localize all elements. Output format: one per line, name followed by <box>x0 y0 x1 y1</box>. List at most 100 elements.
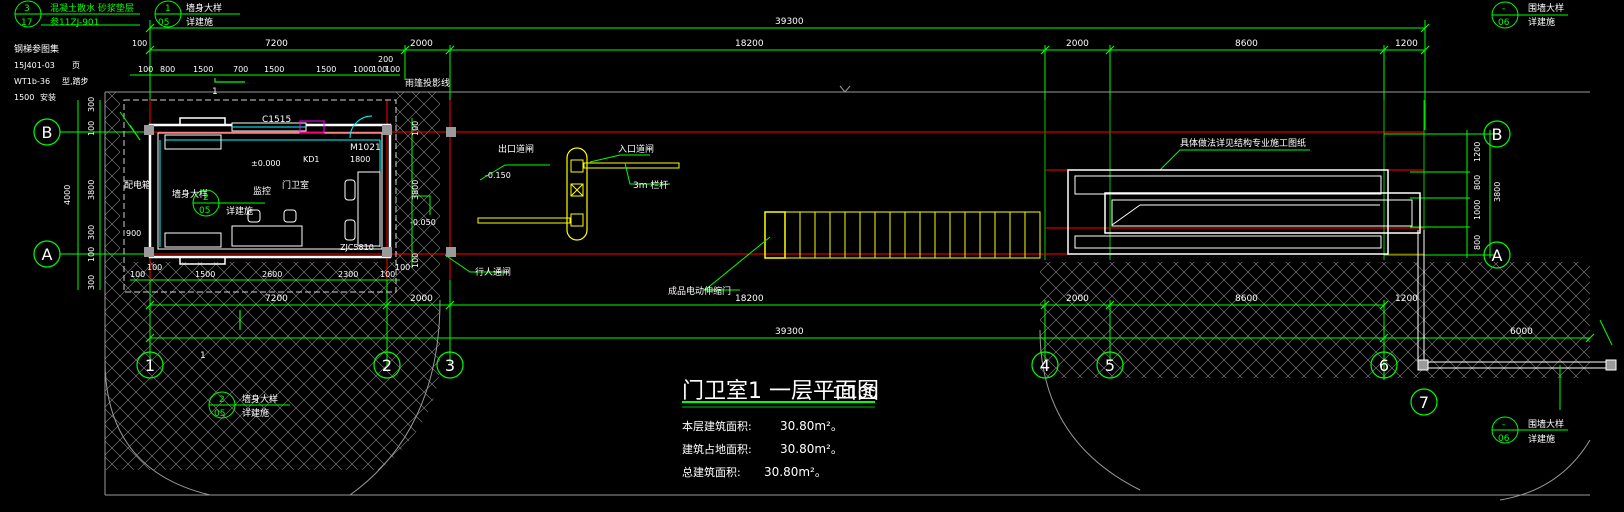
dim-top-seg-0: 7200 <box>265 39 288 49</box>
dim-bottom-seg-5: 1200 <box>1395 294 1418 304</box>
note-kd: KD1 <box>303 155 320 164</box>
axis-label-a-3: A <box>1492 246 1503 265</box>
note-top-left-1: 混凝土散水 砂浆垫层 <box>50 2 134 14</box>
dim-mid-2: 100 <box>411 253 420 268</box>
dim-bottom-detail-3: 2600 <box>262 270 282 279</box>
axis-bubble-6: 6 <box>1370 351 1398 379</box>
axis-bubble-a-3: A <box>1483 241 1511 269</box>
dim-mid-0: 100 <box>411 121 420 136</box>
note-retract-gate: 成品电动伸缩门 <box>668 285 731 297</box>
dim-bottom-detail-4: 2300 <box>338 270 358 279</box>
ref-right-bottom-den: 06 <box>1498 434 1510 444</box>
dim-top-seg-3: 2000 <box>1066 39 1089 49</box>
dim-left-2: 3800 <box>87 180 96 200</box>
note-door-height: 1800 <box>350 155 370 164</box>
dim-right-2: 1000 <box>1473 200 1482 220</box>
dim-bottom-seg-3: 2000 <box>1066 294 1089 304</box>
dim-top-overall: 39300 <box>775 17 804 27</box>
axis-bubble-b-2: B <box>1483 120 1511 148</box>
axis-circle-4 <box>1031 351 1059 379</box>
right-wall <box>1417 230 1617 410</box>
area-value-footprint: 30.80m²。 <box>780 442 843 456</box>
dim-right-0: 1200 <box>1473 142 1482 162</box>
note-see-detail-bottom: 详建施 <box>242 407 269 419</box>
note-stair-2: 15J401-03 <box>14 61 55 70</box>
gate-machines <box>477 147 680 241</box>
area-label-floor: 本层建筑面积: <box>682 419 752 433</box>
axis-label-b-2: B <box>1492 125 1503 144</box>
ref-top-num: 1 <box>165 4 171 14</box>
dim-top-detail-3: 700 <box>233 65 248 74</box>
dim-mid-1: 3800 <box>411 180 420 200</box>
ref-top-den: 05 <box>158 18 169 28</box>
axis-circle-a-3 <box>1483 241 1511 269</box>
axis-bubble-a-1: A <box>33 240 61 268</box>
axis-label-a-1: A <box>42 245 53 264</box>
axis-circle-1 <box>136 351 164 379</box>
note-wall-detail-right-top: 围墙大样 <box>1528 2 1564 14</box>
axis-label-5: 5 <box>1105 356 1115 375</box>
note-door: M1021 <box>350 143 381 153</box>
note-wall-detail-right-bottom: 围墙大样 <box>1528 418 1564 430</box>
note-stair-4: 1500 <box>14 93 34 102</box>
dim-top-detail-8: 100 <box>385 65 400 74</box>
dim-top-detail-1: 800 <box>160 65 175 74</box>
axis-bubble-4: 4 <box>1031 351 1059 379</box>
dim-top-detail-4: 1500 <box>264 65 284 74</box>
ref-right-bottom-num: - <box>1502 420 1505 430</box>
dim-top-detail-5: 1500 <box>316 65 336 74</box>
axis-bubble-3: 3 <box>436 351 464 379</box>
axis-label-2: 2 <box>382 356 392 375</box>
note-wall-detail-2: 墙身大样 <box>172 188 208 200</box>
site-boundary <box>104 85 1590 496</box>
note-exit-gate: 出口道闸 <box>498 143 534 155</box>
axis-circle-b-0 <box>33 118 61 146</box>
retractable-gate <box>764 211 1041 259</box>
axis-circle-2 <box>373 351 401 379</box>
swing-arcs <box>104 299 1591 501</box>
area-label-footprint: 建筑占地面积: <box>682 442 752 456</box>
note-stair-suffix-3: 安装 <box>40 92 56 102</box>
dim-right-3: 800 <box>1473 235 1482 250</box>
dim-top-detail-extra: 200 <box>378 55 393 64</box>
note-wall-detail-bottom: 墙身大样 <box>242 393 278 405</box>
dim-top-seg-4: 8600 <box>1235 39 1258 49</box>
axis-circle-a-1 <box>33 240 61 268</box>
ref-2-num: 2 <box>203 193 209 203</box>
ref-right-top-den: 06 <box>1498 18 1510 28</box>
dim-top-small-left: 100 <box>132 39 147 48</box>
note-stair-suffix-1: 页 <box>72 61 80 70</box>
dim-left-1: 100 <box>87 121 96 136</box>
dim-top-seg-2: 18200 <box>735 39 764 49</box>
dim-left-3: 300 <box>87 225 96 240</box>
ref-2-den: 05 <box>199 206 210 216</box>
dim-left-6: 300 <box>87 275 96 290</box>
axis-bubble-1: 1 <box>136 351 164 379</box>
top-dimension-ticks <box>145 23 1430 55</box>
note-wall-detail-top: 墙身大样 <box>186 2 222 14</box>
area-value-total: 30.80m²。 <box>764 465 827 479</box>
dim-left-4: 900 <box>126 229 141 238</box>
note-bar-length: 3m 栏杆 <box>633 179 668 191</box>
note-top-left-2: 参11ZJ-901 <box>50 16 99 28</box>
area-label-total: 总建筑面积: <box>682 465 741 479</box>
axis-circle-6 <box>1370 351 1398 379</box>
planter-boxes <box>1067 169 1421 255</box>
note-see-detail-2: 详建施 <box>226 205 253 217</box>
note-elev-road: -0.150 <box>485 171 511 180</box>
note-stair-3: WT1b-36 <box>14 77 50 86</box>
dim-top-seg-5: 1200 <box>1395 39 1418 49</box>
axis-circle-5 <box>1096 351 1124 379</box>
axis-circle-3 <box>436 351 464 379</box>
detail-refs <box>14 0 1568 444</box>
dim-top-detail-7: 100 <box>372 65 387 74</box>
dim-right-total: 3800 <box>1493 182 1502 202</box>
guard-room <box>123 99 456 293</box>
dim-bottom-seg-1: 2000 <box>410 294 433 304</box>
axis-circle-7 <box>1410 388 1438 416</box>
drawing-scale: 1:100 <box>832 383 878 402</box>
ground-hatch <box>105 92 1590 470</box>
top-dimension-lines <box>130 20 1426 365</box>
bottom-dimension-ticks <box>145 300 1595 343</box>
